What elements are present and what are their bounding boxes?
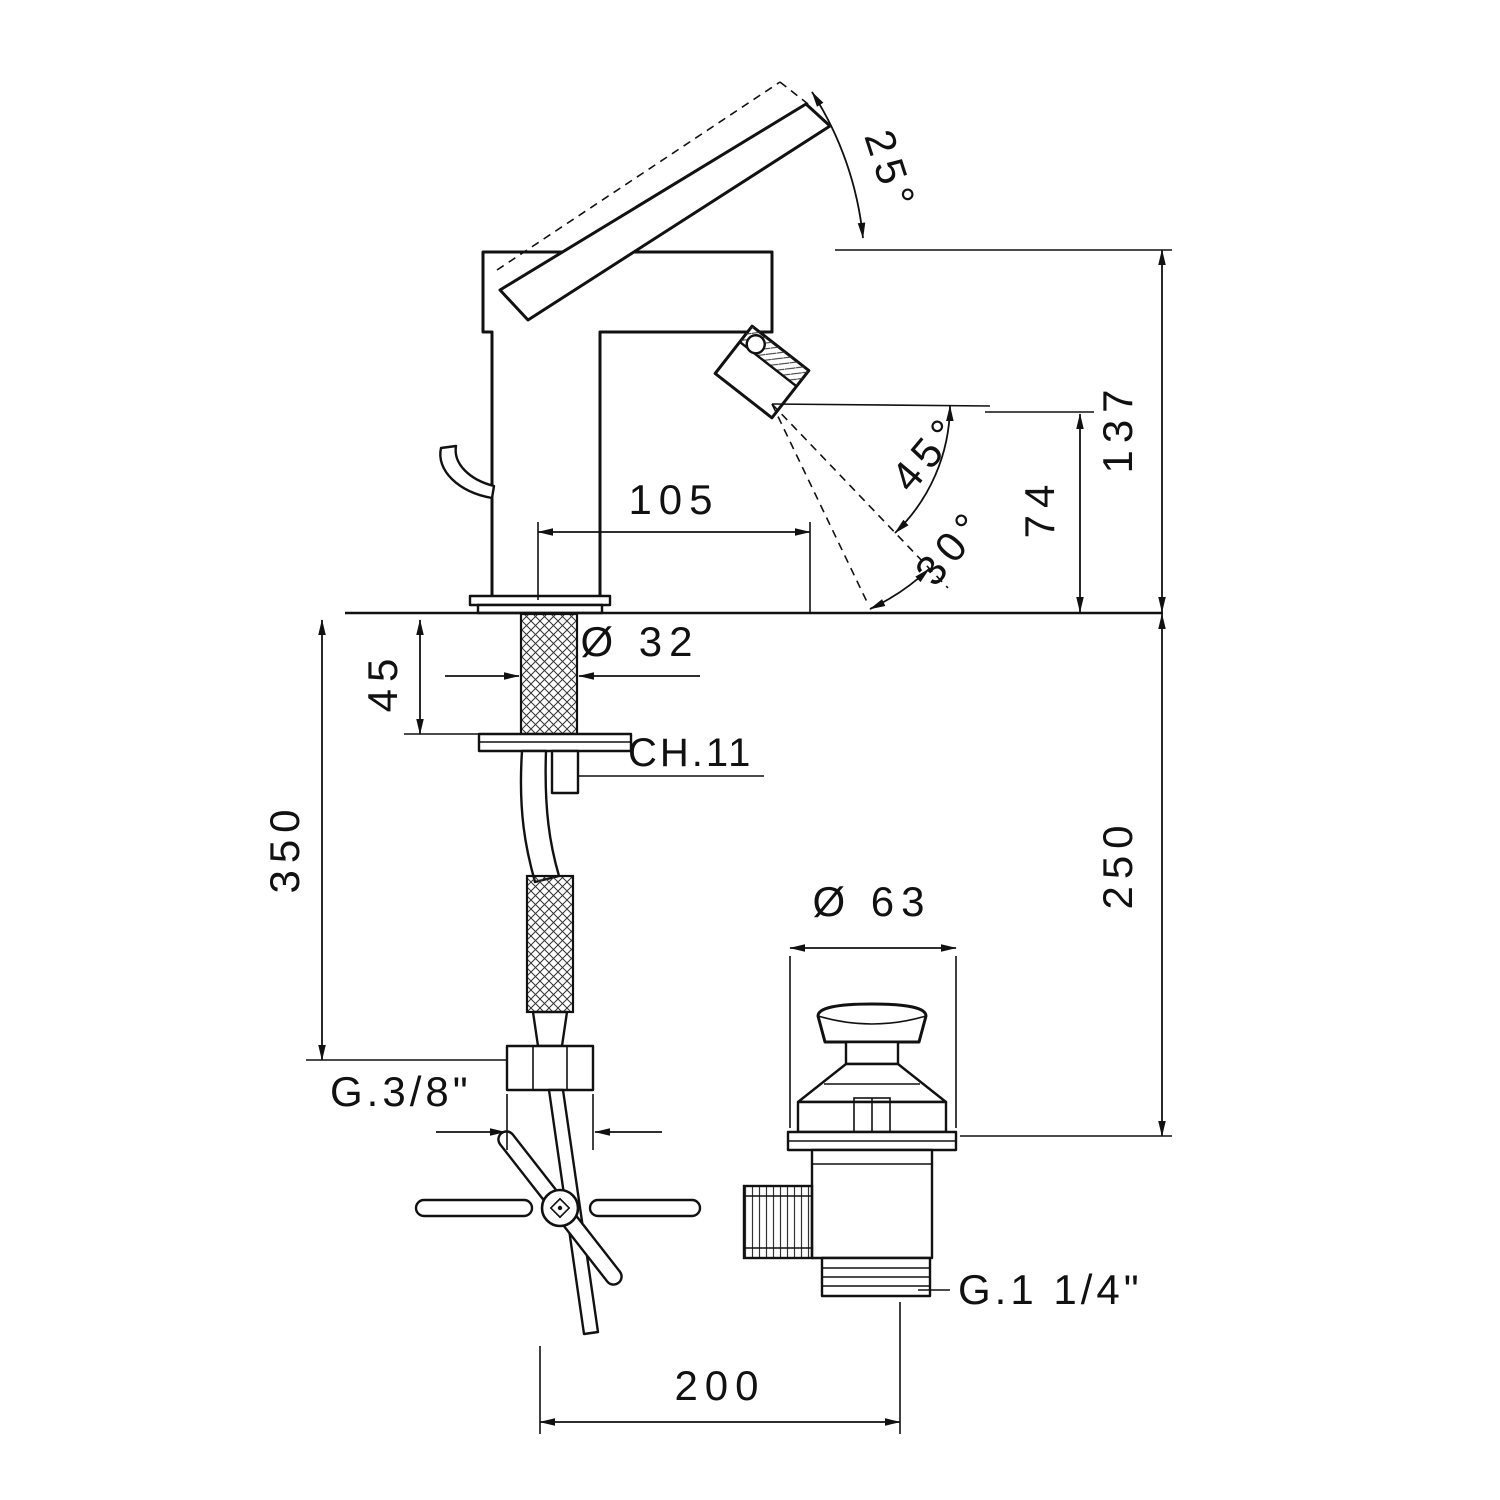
dim-350: 350 xyxy=(261,619,506,1061)
drain-knurled-nut xyxy=(742,1184,814,1260)
label-dim-350: 350 xyxy=(261,802,308,893)
angle-valve-group xyxy=(414,1130,702,1286)
dim-200: 200 xyxy=(539,1302,901,1434)
label-handle-angle-25: 25° xyxy=(855,124,926,219)
cross-handle-left-arm xyxy=(414,1198,534,1218)
dim-74: 74 xyxy=(985,411,1094,613)
drain-lower-body xyxy=(810,1148,934,1260)
lever-raised-dashed xyxy=(496,81,781,271)
dim-dia-32: Ø 32 xyxy=(445,618,700,680)
callout-ch11: CH.11 xyxy=(578,731,764,777)
spray-cone-group: 45° 30° xyxy=(771,403,996,610)
braided-hose-upper xyxy=(519,612,579,736)
arc-45deg xyxy=(894,405,954,534)
label-dim-105: 105 xyxy=(628,476,719,523)
label-dim-45: 45 xyxy=(359,652,406,713)
braided-hose-lower xyxy=(525,874,575,1014)
dim-dia-63: Ø 63 xyxy=(789,878,957,1128)
hose-hex-nut xyxy=(505,1044,595,1092)
arc-25deg xyxy=(811,91,866,239)
spray-reference-ray xyxy=(771,403,991,407)
drain-assembly-group xyxy=(742,1002,958,1298)
arc-30deg xyxy=(869,568,930,610)
valve-screw xyxy=(549,1197,571,1219)
dim-45: 45 xyxy=(359,619,478,735)
label-dim-200: 200 xyxy=(674,1362,765,1409)
label-g114: G.1 1/4" xyxy=(958,1266,1143,1313)
lever-raised-dashed-tip xyxy=(779,81,809,105)
label-dim-74: 74 xyxy=(1016,478,1063,539)
label-dia-63: Ø 63 xyxy=(812,878,931,925)
label-dia-32: Ø 32 xyxy=(580,618,699,665)
label-spray-angle-30: 30° xyxy=(906,499,996,594)
label-spray-angle-45: 45° xyxy=(882,405,972,500)
label-dim-250: 250 xyxy=(1094,818,1141,909)
spray-edge-outer xyxy=(771,403,949,589)
drain-cap xyxy=(816,1002,928,1044)
label-dim-137: 137 xyxy=(1094,382,1141,473)
dim-handle-angle: 25° xyxy=(811,91,926,239)
faucet-body-group xyxy=(439,81,832,615)
dim-137: 137 xyxy=(835,249,1172,613)
label-g38: G.3/8" xyxy=(330,1068,472,1115)
spray-edge-inner xyxy=(771,403,869,605)
dim-250: 250 xyxy=(960,613,1172,1137)
dim-105: 105 xyxy=(537,476,811,612)
valve-center-dot xyxy=(557,1205,563,1211)
popup-rod-knob xyxy=(439,444,496,500)
popup-rod-end xyxy=(550,749,580,795)
base-plate-top xyxy=(468,594,612,607)
dim-g38: G.3/8" xyxy=(330,1068,662,1150)
label-ch11: CH.11 xyxy=(628,731,753,775)
hose-collar xyxy=(531,1010,569,1048)
drain-funnel xyxy=(796,1062,948,1104)
cross-handle-right-arm xyxy=(588,1198,702,1218)
aerator-head xyxy=(713,324,811,420)
callout-g114: G.1 1/4" xyxy=(918,1266,1143,1313)
aerator-pivot xyxy=(745,334,766,355)
drain-neck xyxy=(844,1040,900,1066)
